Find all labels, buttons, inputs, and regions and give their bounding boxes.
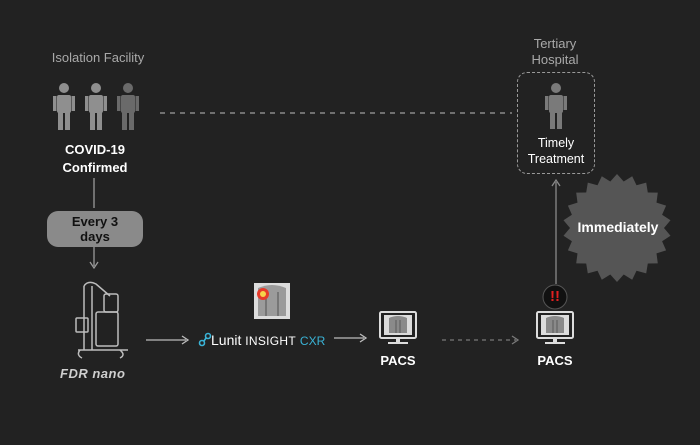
hospital-box: [517, 72, 595, 174]
patient-icon: [545, 83, 567, 129]
alert-exclamation-icon: !!: [550, 288, 560, 305]
pacs-monitor-left-icon: [379, 311, 417, 344]
lunit-brand: Lunit: [211, 332, 242, 348]
alert-circle: [542, 284, 568, 310]
lunit-link-icon: [198, 332, 212, 347]
person-icon: [85, 83, 107, 130]
immediately-starburst: [563, 174, 671, 282]
covid-confirmed-label: COVID-19 Confirmed: [40, 141, 150, 177]
covid-line: COVID-19: [65, 142, 125, 157]
lunit-insight-cxr-logo: Lunit INSIGHT CXR: [211, 332, 325, 348]
xray-heatmap-image: [254, 283, 290, 319]
pacs-right-label: PACS: [537, 353, 573, 368]
hospital-title-line2: Hospital: [531, 52, 579, 67]
immediately-label: Immediately: [577, 219, 659, 235]
pacs-monitor-right-icon: [536, 311, 574, 344]
cxr-suffix: CXR: [299, 334, 326, 348]
timely-line: Timely: [537, 136, 575, 150]
isolation-facility-title: Isolation Facility: [51, 50, 145, 65]
hospital-title: Tertiary Hospital: [505, 36, 605, 68]
timely-treatment-label: Timely Treatment: [517, 135, 595, 167]
confirmed-line: Confirmed: [62, 160, 128, 175]
person-icon: [53, 83, 75, 130]
pacs-left-label: PACS: [380, 353, 416, 368]
insight-product: INSIGHT: [245, 334, 297, 348]
xray-device-icon: [75, 281, 128, 359]
hospital-title-line1: Tertiary: [533, 36, 577, 51]
device-label: FDR nano: [60, 366, 126, 381]
treatment-line: Treatment: [527, 152, 585, 166]
interval-badge: Every 3 days: [47, 211, 143, 247]
person-icon: [117, 83, 139, 130]
